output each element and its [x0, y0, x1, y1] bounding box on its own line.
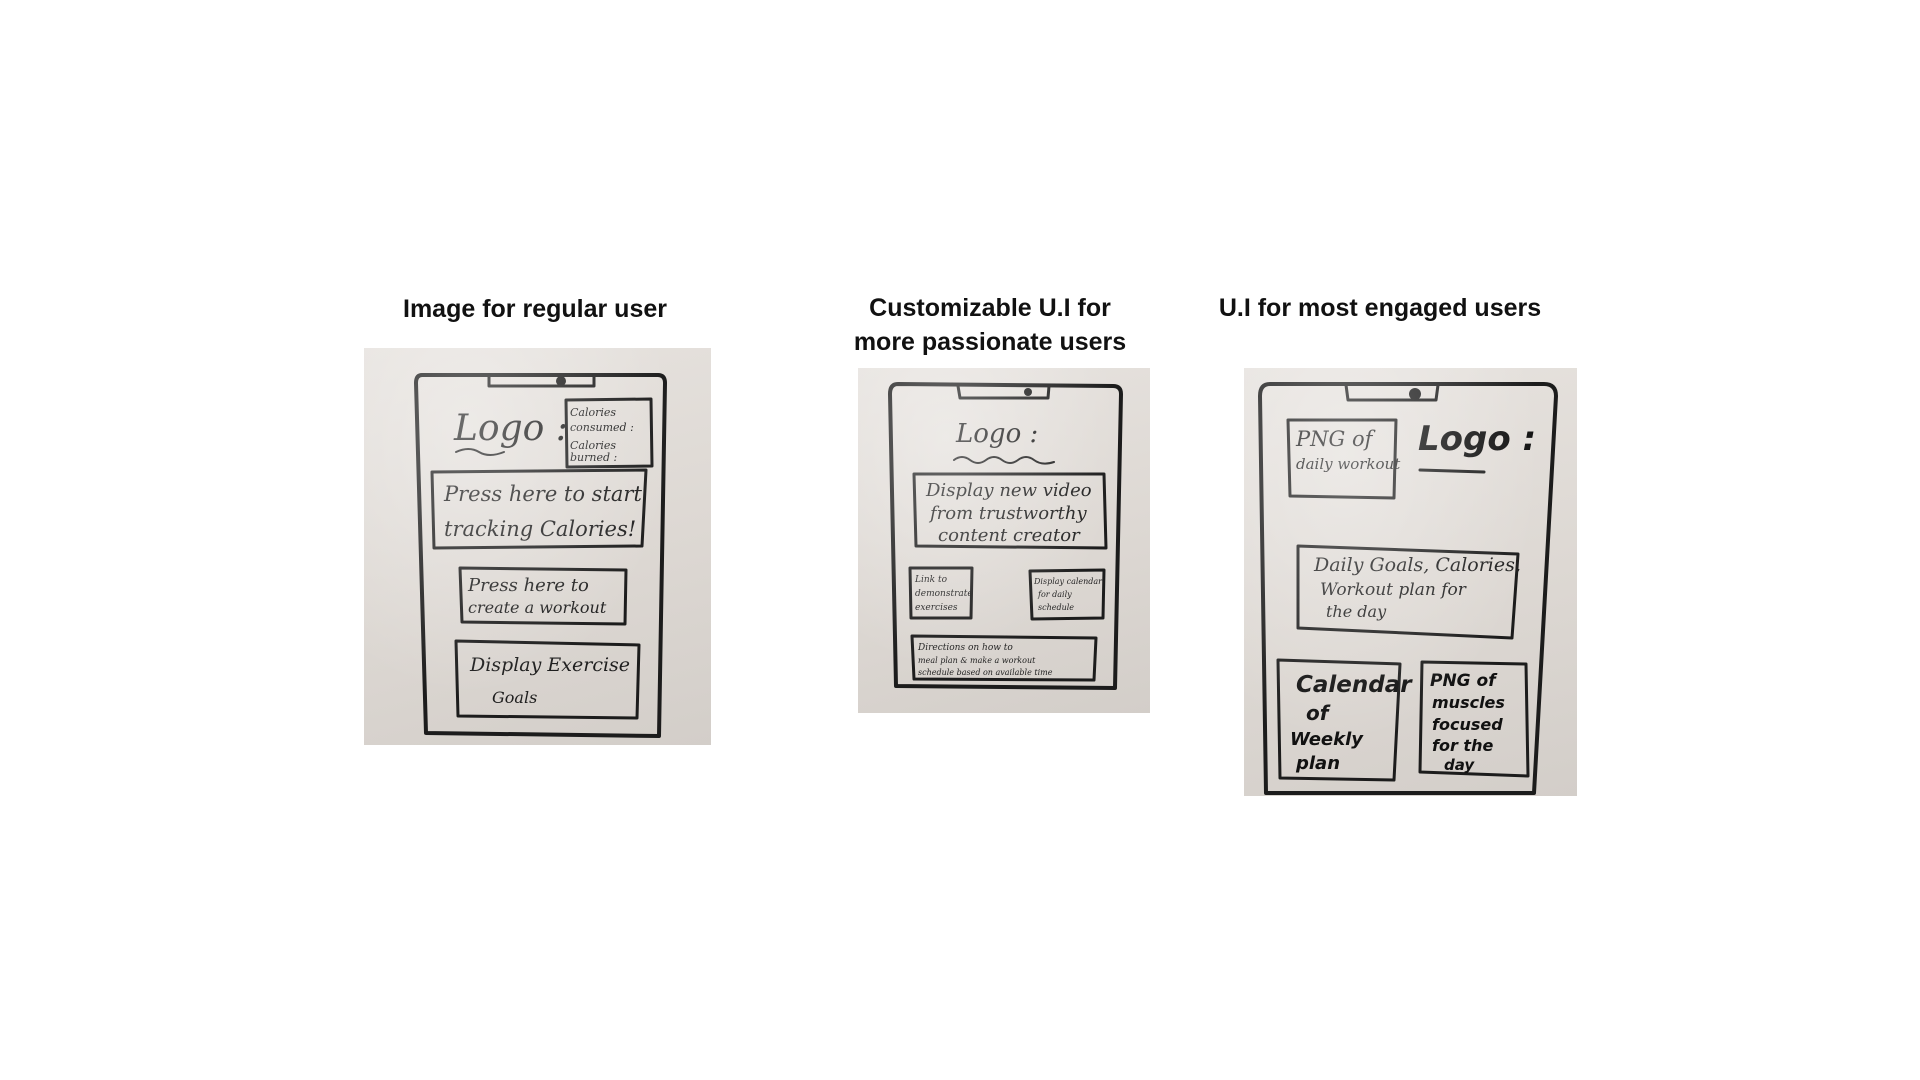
- video-line-2: from trustworthy: [928, 503, 1087, 524]
- tablet-notch: [956, 384, 1051, 400]
- exercise-goals-box: [454, 639, 641, 720]
- tablet-outline: [1258, 382, 1558, 795]
- caption-passionate-line-1: Customizable U.I for: [869, 294, 1111, 322]
- png-daily-workout-box: [1286, 418, 1398, 500]
- calendar-line-3: schedule: [1038, 603, 1074, 612]
- daily-goals-line-1: Daily Goals, Calories,: [1313, 554, 1521, 576]
- logo-text: Logo :: [453, 408, 568, 449]
- png-daily-workout-line-2: daily workout: [1296, 455, 1401, 473]
- calendar-box: [1028, 568, 1106, 621]
- sketch-passionate-drawing: Logo : Display new video from trustworth…: [888, 382, 1123, 690]
- weekly-calendar-line-4: plan: [1295, 753, 1340, 774]
- video-box: [912, 472, 1108, 550]
- directions-line-3: schedule based on available time: [918, 668, 1053, 677]
- weekly-calendar-line-3: Weekly: [1290, 729, 1364, 750]
- caption-passionate-users: Customizable U.I for more passionate use…: [845, 291, 1135, 359]
- create-workout-box: [458, 566, 628, 626]
- camera-icon: [1409, 388, 1421, 400]
- link-exercises-line-1: Link to: [914, 575, 948, 585]
- caption-engaged-users: U.I for most engaged users: [1218, 294, 1542, 322]
- daily-goals-line-2: Workout plan for: [1320, 580, 1467, 600]
- tablet-outline: [414, 373, 667, 738]
- start-tracking-box: [430, 468, 648, 550]
- logo-underline: [455, 448, 505, 456]
- caption-regular-user: Image for regular user: [403, 295, 667, 323]
- video-line-1: Display new video: [925, 480, 1092, 501]
- tablet-notch: [487, 373, 596, 388]
- sketch-photo-passionate: Logo : Display new video from trustworth…: [858, 368, 1150, 713]
- png-muscles-line-2: muscles: [1432, 693, 1505, 712]
- calories-label-4: burned :: [570, 451, 617, 464]
- logo-underline: [953, 456, 1055, 465]
- png-muscles-line-4: for the: [1432, 736, 1493, 755]
- sketch-engaged-drawing: PNG of daily workout Logo : Daily Goals,…: [1258, 382, 1558, 795]
- daily-goals-box: [1296, 544, 1520, 640]
- calories-box: [564, 397, 654, 469]
- png-muscles-box: [1418, 660, 1530, 778]
- start-tracking-line-1: Press here to start: [443, 482, 642, 506]
- sketch-regular-drawing: Logo : Calories consumed : Calories burn…: [414, 373, 667, 738]
- daily-goals-line-3: the day: [1326, 602, 1387, 621]
- camera-icon: [556, 376, 566, 386]
- caption-passionate-line-2: more passionate users: [853, 328, 1127, 356]
- weekly-calendar-line-2: of: [1306, 701, 1331, 725]
- tablet-outline: [888, 382, 1123, 690]
- png-muscles-line-3: focused: [1432, 715, 1503, 734]
- video-line-3: content creator: [938, 525, 1081, 546]
- directions-line-1: Directions on how to: [917, 643, 1013, 653]
- png-muscles-line-1: PNG of: [1430, 671, 1498, 691]
- png-muscles-line-5: day: [1444, 756, 1475, 774]
- create-workout-line-2: create a workout: [468, 598, 607, 617]
- create-workout-line-1: Press here to: [467, 575, 589, 596]
- sketch-photo-engaged: PNG of daily workout Logo : Daily Goals,…: [1244, 368, 1577, 796]
- directions-box: [910, 634, 1098, 682]
- weekly-calendar-line-1: Calendar: [1296, 672, 1413, 698]
- link-exercises-line-2: demonstrate: [915, 589, 973, 599]
- logo-underline: [1418, 468, 1486, 474]
- logo-text: Logo :: [955, 419, 1038, 449]
- camera-icon: [1024, 388, 1032, 396]
- link-exercises-line-3: exercises: [915, 603, 958, 613]
- start-tracking-line-2: tracking Calories!: [444, 517, 636, 541]
- calories-label-1: Calories: [570, 406, 616, 419]
- directions-line-2: meal plan & make a workout: [918, 656, 1036, 665]
- exercise-goals-line-1: Display Exercise: [469, 654, 630, 676]
- exercise-goals-line-2: Goals: [492, 688, 537, 707]
- calories-label-3: Calories: [570, 439, 616, 452]
- calendar-line-1: Display calendar: [1033, 577, 1103, 586]
- calories-label-2: consumed :: [570, 421, 634, 434]
- weekly-calendar-box: [1276, 658, 1402, 782]
- calendar-line-2: for daily: [1037, 590, 1072, 599]
- tablet-notch: [1344, 383, 1440, 402]
- logo-text: Logo :: [1418, 419, 1536, 459]
- sketch-photo-regular: Logo : Calories consumed : Calories burn…: [364, 348, 711, 745]
- link-exercises-box: [908, 566, 974, 620]
- png-daily-workout-line-1: PNG of: [1295, 427, 1376, 451]
